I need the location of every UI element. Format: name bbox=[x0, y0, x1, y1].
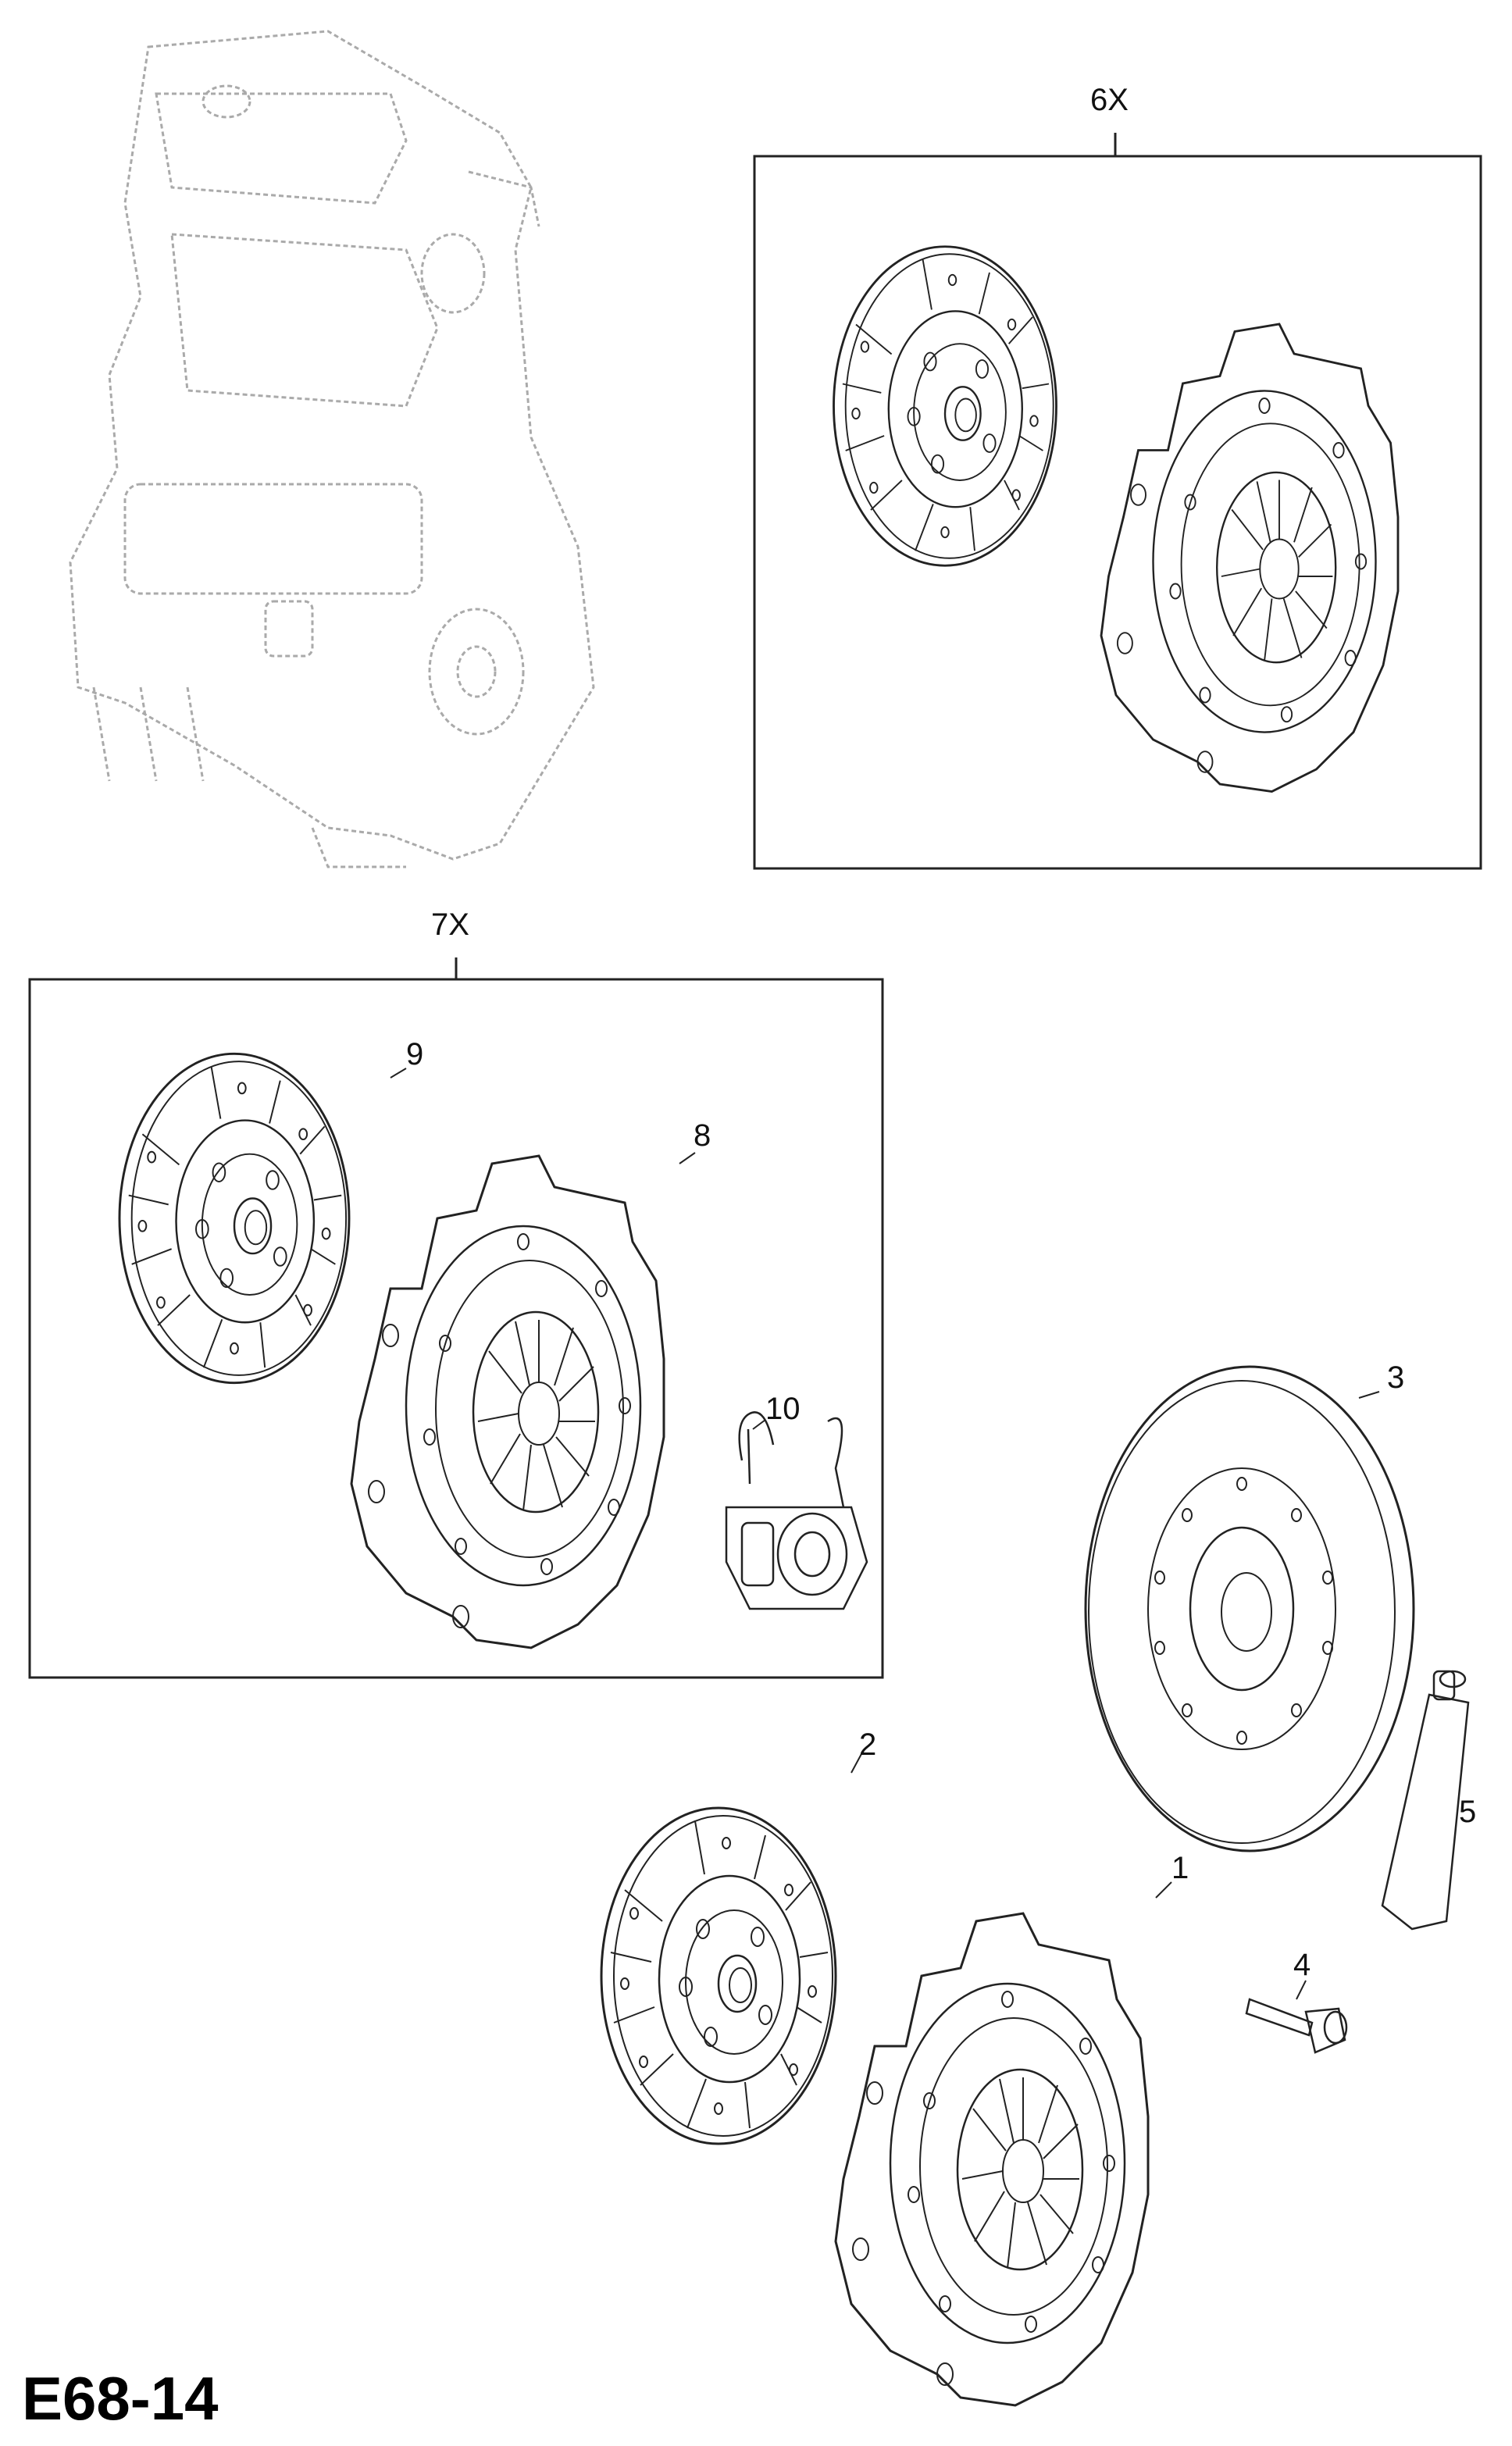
engine-block-illustration bbox=[69, 30, 595, 868]
kit-6x-box bbox=[753, 133, 1482, 870]
bolt-illustration bbox=[1245, 1998, 1348, 2054]
flywheel-illustration bbox=[1084, 1365, 1415, 1852]
grease-tube-illustration bbox=[1381, 1670, 1470, 1931]
callout-8: 8 bbox=[694, 1118, 711, 1153]
callout-10: 10 bbox=[765, 1392, 801, 1426]
kit-6x-pressure-plate bbox=[1100, 323, 1400, 793]
kit-7x-box bbox=[28, 957, 884, 1679]
kit-7x-pressure-plate bbox=[350, 1154, 665, 1649]
callout-5: 5 bbox=[1459, 1795, 1477, 1829]
kit-7x-clutch-disc bbox=[118, 1052, 351, 1385]
kit-label-6x: 6X bbox=[1090, 83, 1129, 117]
callout-9: 9 bbox=[406, 1037, 424, 1071]
callout-4: 4 bbox=[1293, 1948, 1311, 1982]
callout-2: 2 bbox=[859, 1728, 877, 1762]
kit-6x-clutch-disc bbox=[833, 245, 1057, 567]
page-code: E68-14 bbox=[22, 2364, 219, 2433]
callout-1: 1 bbox=[1171, 1851, 1189, 1885]
clutch-disc-illustration bbox=[600, 1806, 837, 2145]
pressure-plate-illustration bbox=[834, 1912, 1150, 2407]
callout-3: 3 bbox=[1387, 1360, 1405, 1395]
slave-cylinder-illustration bbox=[725, 1411, 868, 1610]
kit-label-7x: 7X bbox=[431, 907, 469, 942]
leader-lines bbox=[390, 1068, 1380, 2000]
